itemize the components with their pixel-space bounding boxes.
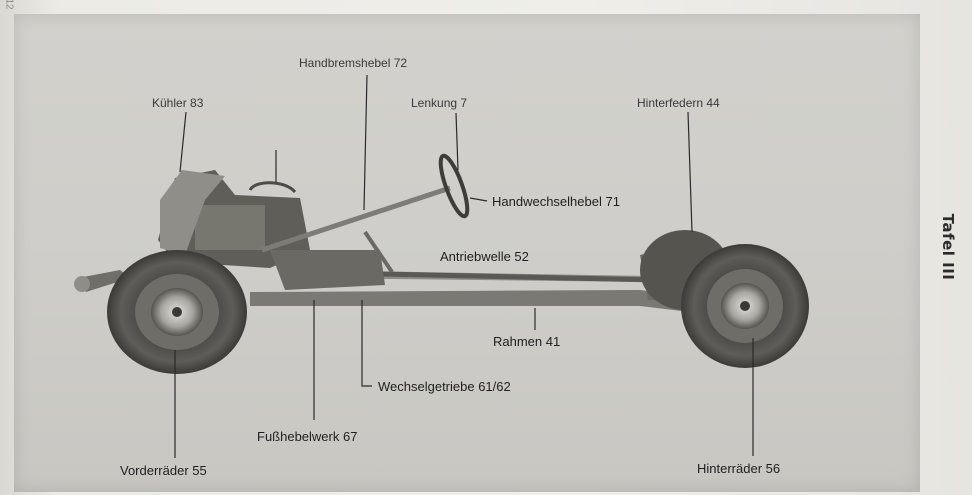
label-lenkung: Lenkung 7 [411,96,467,110]
leader-kuehler [179,111,187,173]
label-vorderraeder: Vorderräder 55 [120,463,207,478]
label-rahmen: Rahmen 41 [493,334,560,349]
label-wechselgetriebe: Wechselgetriebe 61/62 [378,379,511,394]
label-hinterfedern: Hinterfedern 44 [637,96,720,110]
front-wheel [107,250,247,374]
leader-hinterfedern [687,111,693,233]
label-kuehler: Kühler 83 [152,96,204,110]
leader-handwechselhebel [469,197,488,202]
label-antriebwelle: Antriebwelle 52 [440,249,529,264]
leader-lenkung [455,112,459,171]
label-handbremshebel: Handbremshebel 72 [299,56,407,70]
label-fusshebelwerk: Fußhebelwerk 67 [257,429,357,444]
leader-handbremshebel [363,74,368,211]
label-hinterraeder: Hinterräder 56 [697,461,780,476]
label-handwechselhebel: Handwechselhebel 71 [492,194,620,209]
leader-wechselgetriebe [361,300,372,387]
leader-lines [174,74,754,458]
rear-wheel [681,244,809,368]
